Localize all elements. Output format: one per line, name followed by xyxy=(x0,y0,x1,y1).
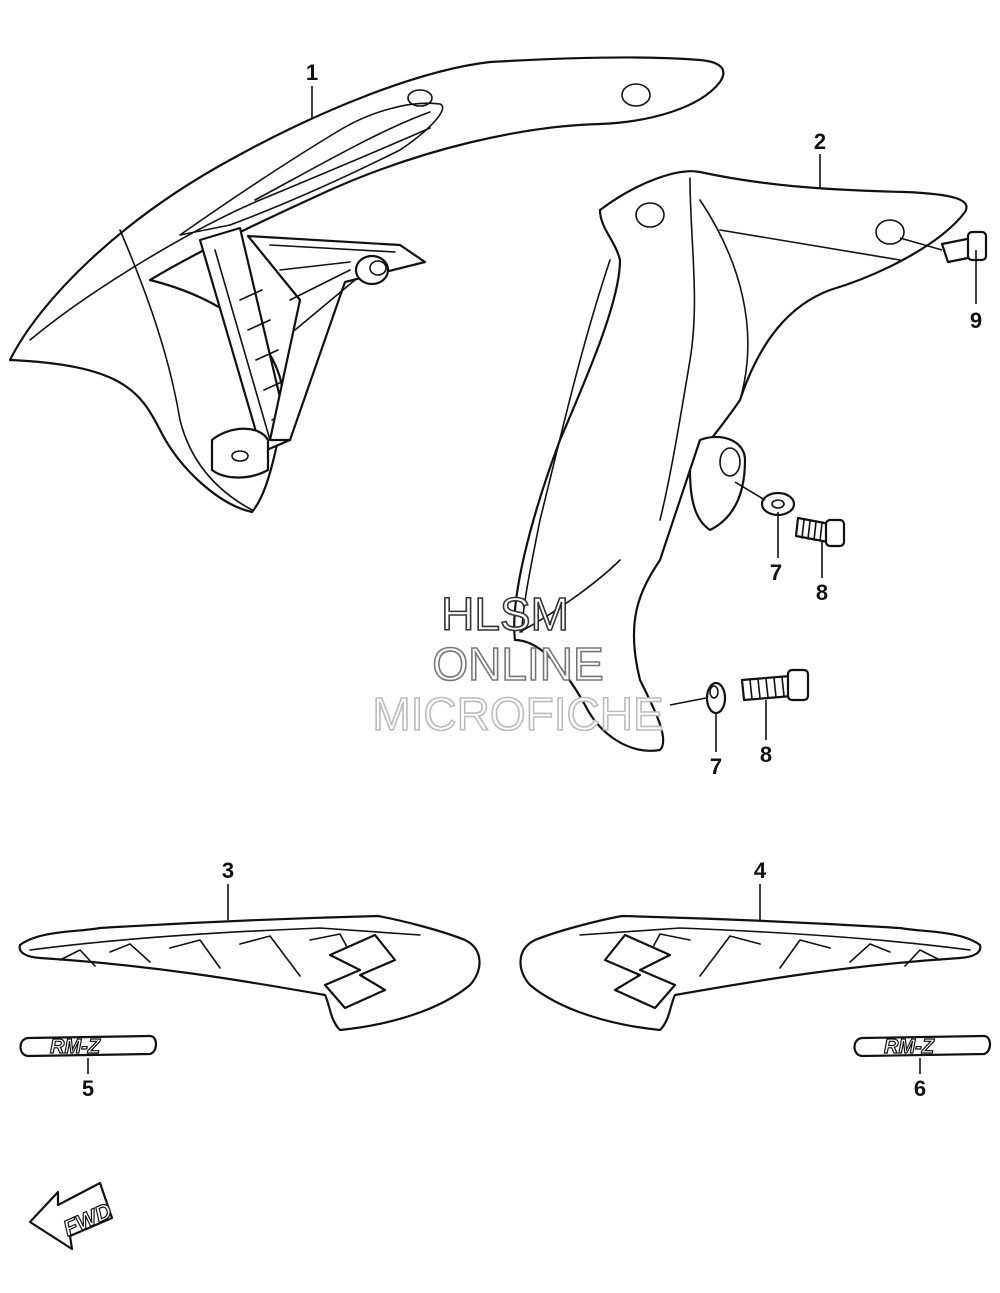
part-7-washer-lower xyxy=(669,681,727,715)
callout-8-upper: 8 xyxy=(816,580,828,605)
callout-2: 2 xyxy=(814,129,826,154)
part-6-emblem-right: RM-Z xyxy=(853,1034,992,1059)
callout-9: 9 xyxy=(970,308,982,333)
callout-4: 4 xyxy=(754,858,767,883)
callout-leaders xyxy=(87,86,977,1074)
part-5-emblem-left: RM-Z xyxy=(19,1034,158,1059)
callout-6: 6 xyxy=(914,1076,926,1101)
callout-1: 1 xyxy=(306,60,318,85)
watermark: HLSM ONLINE MICROFICHE xyxy=(372,587,665,741)
part-8-bolt-upper xyxy=(794,516,846,548)
watermark-line-2: ONLINE xyxy=(432,638,603,690)
callout-7-upper: 7 xyxy=(770,560,782,585)
callout-5: 5 xyxy=(82,1076,94,1101)
part-8-bolt-lower xyxy=(740,668,810,702)
callout-3: 3 xyxy=(222,858,234,883)
part-2-shroud-side xyxy=(513,170,968,752)
part-3-graphic-left xyxy=(18,914,481,1032)
emblem-left-text: RM-Z xyxy=(50,1036,101,1058)
part-7-washer-upper xyxy=(734,481,796,517)
part-1-shroud-upper xyxy=(8,56,725,514)
watermark-line-1: HLSM xyxy=(441,588,569,640)
watermark-line-3: MICROFICHE xyxy=(372,688,663,740)
fwd-direction-arrow: FWD xyxy=(28,1181,116,1251)
part-4-graphic-right xyxy=(519,914,982,1032)
emblem-right-text: RM-Z xyxy=(884,1036,935,1058)
part-9-bolt xyxy=(899,230,988,264)
callout-7-lower: 7 xyxy=(710,754,722,779)
callout-numbers: 1 2 3 4 5 6 7 7 8 8 9 xyxy=(82,60,982,1101)
callout-8-lower: 8 xyxy=(760,742,772,767)
